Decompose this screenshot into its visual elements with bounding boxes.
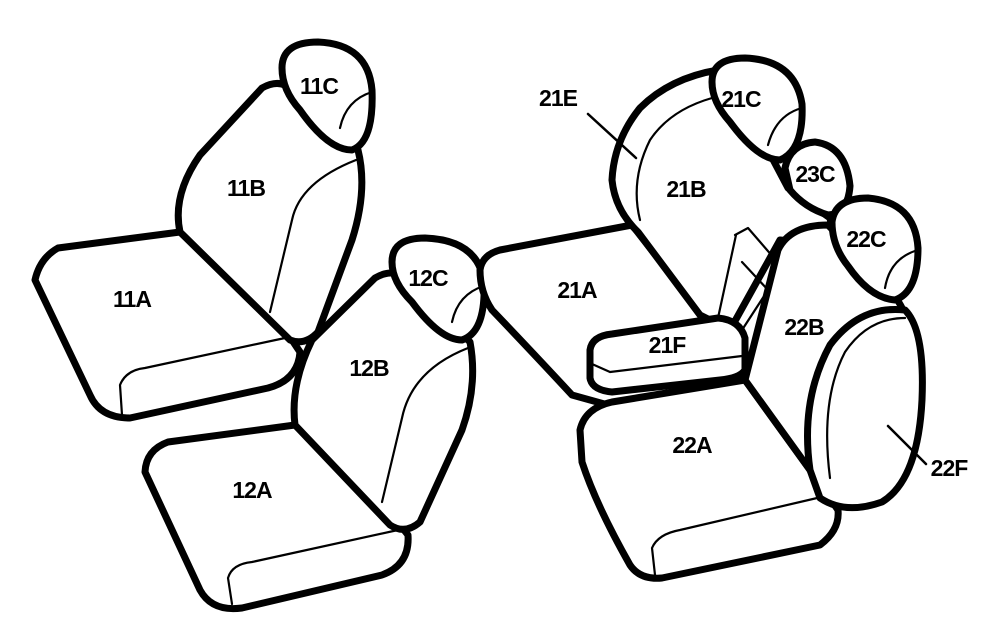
seat-22-cushion-edge (650, 493, 832, 577)
label-11C: 11C (300, 73, 338, 99)
label-21B: 21B (666, 176, 706, 202)
seat-12-backrest[interactable] (290, 269, 477, 533)
seat-21-backrest-inner (635, 96, 714, 222)
label-22A: 22A (672, 432, 712, 458)
seat-21-edge-tick (630, 226, 642, 240)
label-21F: 21F (649, 332, 687, 358)
armrest-21F-edge (590, 354, 744, 374)
seat-23-headrest[interactable] (781, 138, 854, 219)
front-seat-12 (141, 234, 488, 613)
leader-22F (886, 424, 928, 466)
seat-22-headrest[interactable] (828, 194, 922, 304)
seat-11-cushion[interactable] (31, 228, 304, 422)
label-12A: 12A (232, 477, 272, 503)
seat-11-backrest-side (268, 158, 358, 314)
label-22F: 22F (931, 455, 969, 481)
label-21A: 21A (557, 277, 597, 303)
seat-22-headrest-side (883, 248, 920, 290)
seat-11-headrest-side (338, 90, 374, 130)
seat-21-headrest[interactable] (708, 54, 806, 164)
seat-21-backrest-seam-c (716, 233, 738, 320)
seat-22-side-bolster[interactable] (804, 305, 926, 512)
label-11A: 11A (113, 286, 151, 312)
label-21E: 21E (539, 85, 578, 111)
label-21C: 21C (721, 86, 761, 112)
seat-12-cushion-edge (226, 528, 400, 606)
seat-11-cushion-edge (118, 336, 287, 417)
leader-21E (586, 112, 638, 160)
seat-21-headrest-side (766, 106, 804, 147)
seat-12-backrest-side (380, 346, 470, 504)
rear-bench (476, 54, 926, 582)
seat-12-headrest[interactable] (388, 234, 488, 344)
label-22C: 22C (846, 226, 886, 252)
label-12B: 12B (349, 355, 389, 381)
seat-11-headrest[interactable] (278, 38, 376, 154)
label-11B: 11B (227, 175, 265, 201)
label-12C: 12C (408, 265, 448, 291)
seat-22-side-bolster-inner (826, 316, 907, 480)
label-22B: 22B (784, 314, 824, 340)
label-23C: 23C (795, 161, 835, 187)
seat-22-cushion[interactable] (576, 376, 842, 582)
armrest-21F[interactable] (586, 314, 749, 396)
